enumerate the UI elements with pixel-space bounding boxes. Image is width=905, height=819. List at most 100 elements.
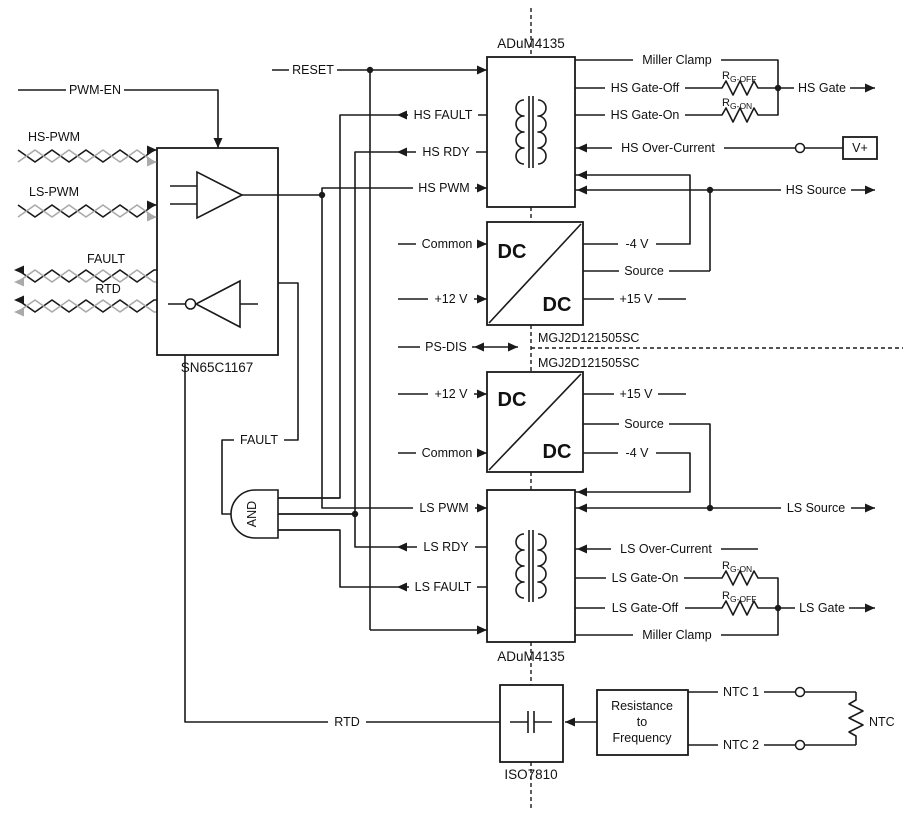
r2f-label-line3: Frequency [612, 731, 672, 745]
ntc2-terminal [794, 739, 806, 751]
capacitor-plates [510, 711, 552, 733]
label-bg [618, 237, 656, 251]
sn65c1167-block [156, 147, 279, 356]
arrow-ls-fault-out [397, 582, 407, 592]
reset-label: RESET [292, 63, 334, 77]
rtd-pair-line-gray [17, 299, 157, 313]
arrow-common-bot-in [477, 448, 487, 458]
junction-dot [706, 504, 714, 512]
dcdc-bottom-dc-out: DC [543, 441, 572, 463]
mgj-bottom-label: MGJ2D121505SC [538, 356, 639, 370]
resistor-rg-off-top-icon [718, 80, 762, 96]
ls-gate-on-label: LS Gate-On [612, 571, 679, 585]
transformer-core [528, 530, 534, 602]
common-top-label: Common [422, 237, 473, 251]
junction-dot [351, 510, 359, 518]
label-bg [633, 53, 721, 67]
junction-dot [366, 66, 374, 74]
r2f-label-line1: Resistance [611, 699, 673, 713]
label-bg [794, 81, 850, 95]
rg-on-top-r: R [722, 97, 730, 109]
ntc2-label: NTC 2 [723, 738, 759, 752]
arrow-ls-gate-out [865, 603, 875, 613]
label-bg [614, 387, 658, 401]
dcdc-bottom-dc-in: DC [498, 389, 527, 411]
ls-neg4v-label: -4 V [626, 446, 650, 460]
hs-fault-label: HS FAULT [414, 108, 473, 122]
iso7810-label: ISO7810 [504, 767, 557, 782]
label-bg [781, 183, 851, 197]
wires-layer [18, 59, 875, 746]
transformer-top-icon [515, 96, 547, 168]
12v-top-label: +12 V [434, 292, 468, 306]
ls-source-label: LS Source [787, 501, 845, 515]
arrow-ps-dis-right [508, 342, 518, 352]
label-bg [417, 540, 475, 554]
wire-hs-fault [278, 114, 487, 499]
arrow-common-top-in [477, 239, 487, 249]
arrow-fault-pair-gray [14, 277, 24, 287]
r2f-label-line2: to [637, 715, 647, 729]
label-bg [416, 237, 478, 251]
rtd-net-label: RTD [334, 715, 359, 729]
dcdc-top-dc-in: DC [498, 241, 527, 263]
resistor-rg-on-bot-icon [718, 570, 762, 586]
capacitor-icon [510, 711, 552, 733]
ls-source-pin-label: Source [624, 417, 664, 431]
label-bg [619, 264, 669, 278]
isolation-barrier-lines [530, 8, 903, 808]
rtd-label: RTD [95, 282, 120, 296]
label-bg [605, 601, 685, 615]
and-gate-inputs [278, 497, 355, 531]
wire-hs-neg4v [575, 174, 691, 245]
arrow-ls-oc-in [577, 544, 587, 554]
hs-15v-label: +15 V [619, 292, 653, 306]
miller-clamp-top-label: Miller Clamp [642, 53, 712, 67]
transformer-windings [515, 533, 547, 599]
junction-dot [774, 604, 782, 612]
arrow-ls-rdy-out [397, 542, 407, 552]
junction-dot [774, 84, 782, 92]
isolation-dashed-line [530, 8, 903, 808]
label-bg [619, 417, 669, 431]
arrowheads-layer [14, 65, 875, 727]
hs-over-current-terminal [794, 142, 806, 154]
common-bot-label: Common [422, 446, 473, 460]
resistor-rg-off-bot-icon [718, 600, 762, 616]
arrow-hs-fault-out [397, 110, 407, 120]
rg-off-bot-sub: G-OFF [730, 594, 756, 604]
wire-hs-source [575, 189, 875, 272]
arrow-hs-gate-out [865, 83, 875, 93]
ls-pwm-row-label: LS PWM [419, 501, 468, 515]
ls-gate-off-label: LS Gate-Off [612, 601, 679, 615]
buffer-input-stubs [170, 185, 278, 205]
label-bg [605, 81, 685, 95]
and-gate-shape [230, 489, 279, 539]
label-bg [416, 446, 478, 460]
ntc-label: NTC [869, 715, 895, 729]
label-bg [614, 292, 658, 306]
hs-pwm-pair-line-gray [17, 149, 157, 163]
transformer-windings [515, 99, 547, 165]
label-bg [66, 83, 124, 97]
arrow-hs-pwm-pair-gray [147, 157, 157, 167]
arrow-ls-source-out [865, 503, 875, 513]
arrow-ls-neg4v-in [577, 487, 587, 497]
arrow-reset-in [477, 65, 487, 75]
mgj-top-label: MGJ2D121505SC [538, 331, 639, 345]
arrow-reset-bot-in [477, 625, 487, 635]
blocks-layer [156, 56, 878, 763]
label-bg [795, 601, 849, 615]
label-bg [605, 108, 685, 122]
label-bg [408, 108, 478, 122]
adum4135-bottom-block [486, 489, 576, 643]
label-bg [606, 571, 684, 585]
junction-dots-layer [318, 66, 782, 612]
ls-15v-label: +15 V [619, 387, 653, 401]
wire-pwm-bus [278, 187, 487, 509]
hs-over-current-label: HS Over-Current [621, 141, 715, 155]
inverter-bubble [184, 298, 197, 310]
fault-label: FAULT [87, 252, 125, 266]
rg-off-bot-r: R [722, 590, 730, 602]
label-bg [413, 501, 475, 515]
